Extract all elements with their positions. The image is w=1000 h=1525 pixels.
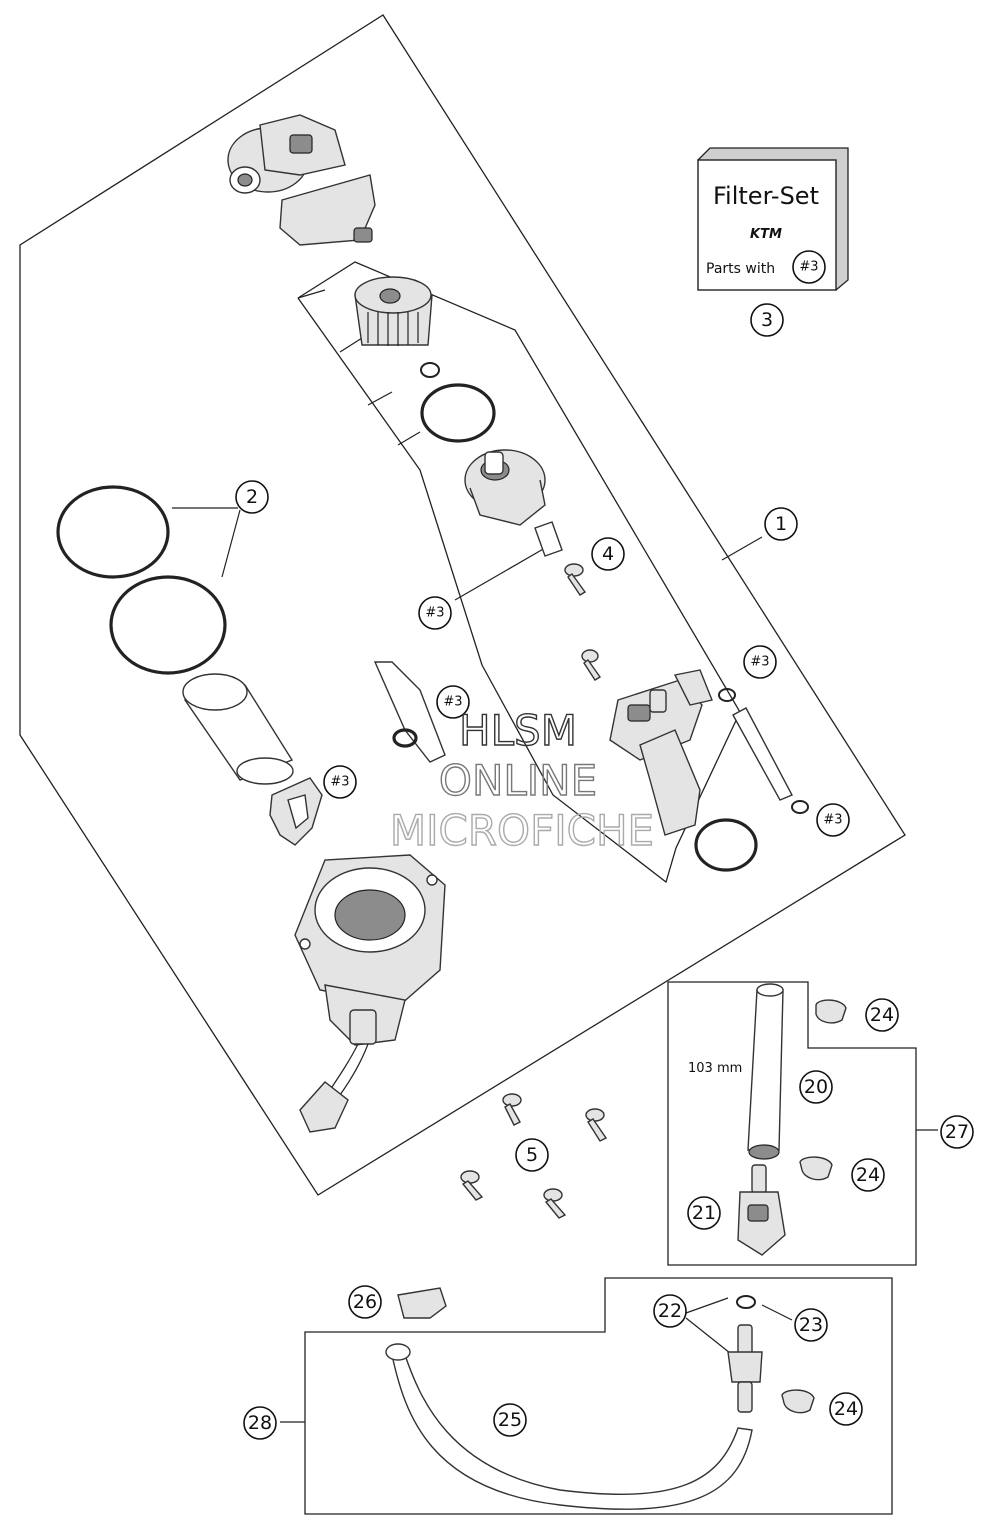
svg-text:28: 28 bbox=[248, 1412, 272, 1434]
hose-25-part bbox=[385, 1343, 753, 1510]
hose-length-label: 103 mm bbox=[688, 1061, 742, 1076]
svg-text:#3: #3 bbox=[823, 813, 842, 828]
callout-23[interactable]: 23 bbox=[794, 1308, 828, 1342]
watermark-line-1: HLSM bbox=[459, 706, 577, 755]
clip-bracket-part bbox=[269, 777, 323, 846]
ref-3-clip[interactable]: #3 bbox=[323, 765, 357, 799]
large-o-ring-1-part bbox=[56, 485, 170, 579]
watermark: HLSM ONLINE MICROFICHE bbox=[389, 705, 655, 855]
ref-3-motor[interactable]: #3 bbox=[743, 645, 777, 679]
svg-text:25: 25 bbox=[498, 1409, 522, 1431]
svg-text:24: 24 bbox=[834, 1398, 858, 1420]
clamp-24-middle-part bbox=[799, 1156, 833, 1181]
o-ring-23-part bbox=[736, 1295, 756, 1309]
spring-part bbox=[353, 227, 373, 243]
callout-24-middle[interactable]: 24 bbox=[851, 1158, 885, 1192]
connector-22-part bbox=[727, 1324, 763, 1413]
pump-motor-part bbox=[609, 669, 713, 836]
o-ring-small-right-2 bbox=[791, 800, 809, 814]
svg-text:#3: #3 bbox=[750, 655, 769, 670]
hose-kit-28-outline bbox=[304, 1277, 893, 1515]
hose-20-part bbox=[747, 983, 784, 1160]
clamp-24-lower-part bbox=[781, 1389, 815, 1414]
connector-21-part bbox=[737, 1164, 786, 1256]
callout-27[interactable]: 27 bbox=[940, 1115, 974, 1149]
fuel-pump-assembly-outline bbox=[19, 14, 906, 1196]
svg-text:27: 27 bbox=[945, 1121, 969, 1143]
callout-5[interactable]: 5 bbox=[515, 1138, 549, 1172]
callout-21[interactable]: 21 bbox=[687, 1196, 721, 1230]
pump-subassembly-outline bbox=[297, 261, 741, 884]
callout-20[interactable]: 20 bbox=[799, 1070, 833, 1104]
leader-lines bbox=[172, 289, 938, 1423]
callout-22[interactable]: 22 bbox=[653, 1294, 687, 1328]
svg-text:20: 20 bbox=[804, 1076, 828, 1098]
filter-cartridge-part bbox=[354, 276, 433, 346]
callout-28[interactable]: 28 bbox=[243, 1406, 277, 1440]
filter-set-title: Filter-Set bbox=[713, 182, 819, 210]
callout-3[interactable]: 3 bbox=[750, 303, 784, 337]
screws-5-part bbox=[460, 1093, 608, 1219]
watermark-line-2: ONLINE bbox=[439, 756, 597, 805]
svg-text:#3: #3 bbox=[330, 775, 349, 790]
pump-head-part bbox=[227, 114, 376, 246]
svg-text:21: 21 bbox=[692, 1202, 716, 1224]
svg-text:1: 1 bbox=[775, 513, 787, 535]
callout-4[interactable]: 4 bbox=[591, 537, 625, 571]
cylinder-sleeve-part bbox=[182, 673, 294, 785]
filter-set-parts-ref: #3 bbox=[799, 260, 818, 275]
svg-text:23: 23 bbox=[799, 1314, 823, 1336]
filter-set-box: Filter-Set KTM Parts with #3 bbox=[697, 147, 849, 291]
svg-text:24: 24 bbox=[856, 1164, 880, 1186]
small-ring-screen-part bbox=[392, 728, 418, 748]
tube-part bbox=[732, 707, 793, 801]
callout-24-lower[interactable]: 24 bbox=[829, 1392, 863, 1426]
svg-text:22: 22 bbox=[658, 1300, 682, 1322]
callout-25[interactable]: 25 bbox=[493, 1403, 527, 1437]
callout-2[interactable]: 2 bbox=[235, 480, 269, 514]
ref-3-screw[interactable]: #3 bbox=[418, 596, 452, 630]
screw-motor-part bbox=[581, 649, 602, 681]
svg-text:2: 2 bbox=[246, 486, 258, 508]
sleeve-part bbox=[534, 521, 563, 557]
svg-text:3: 3 bbox=[761, 309, 773, 331]
callout-26[interactable]: 26 bbox=[348, 1285, 382, 1319]
svg-text:24: 24 bbox=[870, 1004, 894, 1026]
hose-kit-27-outline bbox=[667, 981, 917, 1266]
svg-text:5: 5 bbox=[526, 1144, 538, 1166]
watermark-line-3: MICROFICHE bbox=[390, 806, 654, 855]
callout-24-upper[interactable]: 24 bbox=[865, 998, 899, 1032]
callout-1[interactable]: 1 bbox=[764, 507, 798, 541]
ref-3-o-ring[interactable]: #3 bbox=[816, 803, 850, 837]
clamp-26-part bbox=[397, 1287, 447, 1319]
brand-logo: KTM bbox=[750, 227, 782, 242]
small-o-ring-part bbox=[420, 362, 440, 378]
pump-housing-flange-part bbox=[294, 854, 446, 1046]
svg-text:#3: #3 bbox=[425, 606, 444, 621]
o-ring-part bbox=[420, 383, 496, 443]
clamp-24-upper-part bbox=[815, 999, 847, 1024]
pump-regulator-part bbox=[464, 449, 546, 526]
wire-harness-part bbox=[299, 1009, 377, 1133]
o-ring-small-right-1 bbox=[718, 688, 736, 702]
svg-text:4: 4 bbox=[602, 543, 614, 565]
screw-4-part bbox=[564, 563, 587, 596]
filter-screen-part bbox=[373, 661, 446, 763]
large-o-ring-2-part bbox=[109, 575, 227, 675]
svg-text:#3: #3 bbox=[443, 695, 462, 710]
filter-set-parts-label: Parts with bbox=[706, 261, 775, 277]
svg-text:26: 26 bbox=[353, 1291, 377, 1313]
ref-3-screen[interactable]: #3 bbox=[436, 685, 470, 719]
o-ring-bottom-part bbox=[694, 818, 758, 872]
